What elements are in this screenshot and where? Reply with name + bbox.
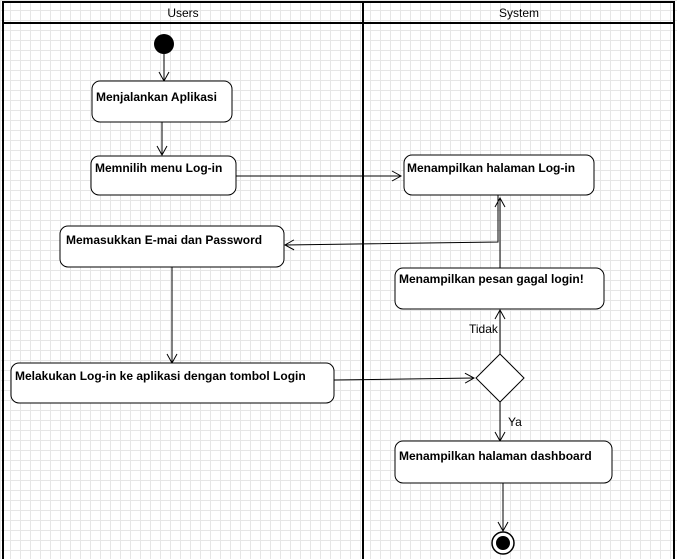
edge-do-login-to-decision (333, 372, 476, 384)
lane-title-system: System (499, 6, 539, 20)
action-run-app: Menjalankan Aplikasi (91, 80, 233, 123)
action-show-dashboard: Menampilkan halaman dashboard (394, 440, 613, 484)
start-node (154, 34, 174, 54)
decision-label-no: Tidak (469, 322, 499, 336)
action-show-login-failed: Menampilkan pesan gagal login! (394, 267, 605, 310)
action-run-app-label: Menjalankan Aplikasi (96, 90, 217, 104)
edges (156, 54, 509, 533)
action-show-login-page: Menampilkan halaman Log-in (403, 154, 595, 196)
action-show-login-page-label: Menampilkan halaman Log-in (407, 161, 575, 175)
decision-label-yes: Ya (508, 415, 522, 429)
action-do-login-label: Melakukan Log-in ke aplikasi dengan tomb… (15, 369, 306, 383)
decision-node (475, 353, 525, 403)
action-choose-login-menu-label: Memnilih menu Log-in (95, 161, 222, 175)
action-enter-credentials-label: Memasukkan E-mai dan Password (66, 233, 262, 247)
action-show-dashboard-label: Menampilkan halaman dashboard (399, 449, 592, 463)
action-show-login-failed-label: Menampilkan pesan gagal login! (399, 272, 584, 286)
edge-login-page-to-enter-credentials (283, 195, 499, 251)
lane-title-users: Users (167, 6, 198, 20)
action-do-login: Melakukan Log-in ke aplikasi dengan tomb… (10, 362, 335, 404)
end-node (491, 531, 515, 555)
action-enter-credentials: Memasukkan E-mai dan Password (59, 225, 285, 268)
action-choose-login-menu: Memnilih menu Log-in (90, 155, 237, 196)
